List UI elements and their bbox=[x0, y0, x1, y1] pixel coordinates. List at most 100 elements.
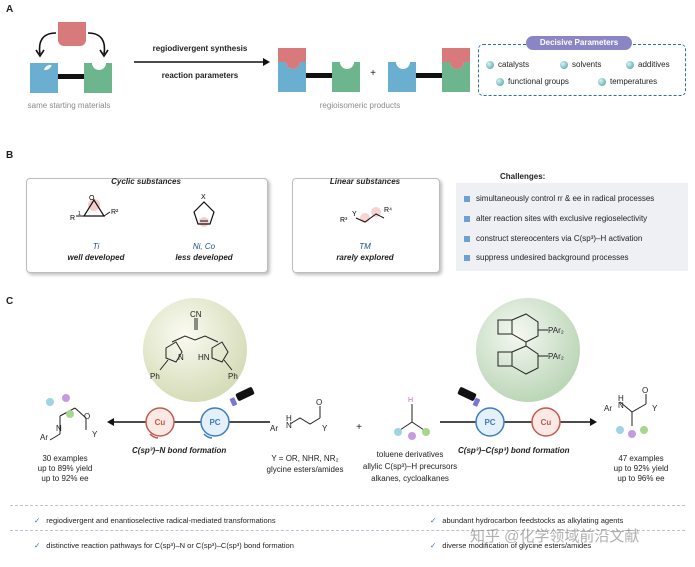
cu-catalyst-left: Cu bbox=[154, 418, 166, 427]
footer-item: ✓abundant hydrocarbon feedstocks as alky… bbox=[430, 516, 624, 525]
param-additives: additives bbox=[626, 60, 670, 69]
right-stats-line: up to 96% ee bbox=[617, 474, 665, 483]
panel-a-letter: A bbox=[6, 4, 14, 15]
param-dot-icon bbox=[626, 60, 634, 69]
c-c-bond-label: C(sp³)–C(sp³) bond formation bbox=[458, 446, 570, 455]
ligand-par-label-2: PAr₂ bbox=[548, 352, 564, 361]
left-product-o: O bbox=[84, 412, 91, 421]
cyclic-title: Cyclic substances bbox=[111, 177, 181, 186]
panel-a-graphics bbox=[30, 22, 470, 93]
svg-text:X: X bbox=[201, 194, 206, 201]
lamp-icon bbox=[457, 387, 481, 407]
param-dot-icon bbox=[486, 60, 494, 69]
param-dot-icon bbox=[560, 60, 568, 69]
same-starting-materials-caption: same starting materials bbox=[27, 101, 111, 110]
right-product-n: N bbox=[618, 401, 624, 410]
linear-substances-box bbox=[292, 178, 440, 273]
challenge-item: alter reaction sites with exclusive regi… bbox=[464, 214, 647, 223]
product-1-shape bbox=[278, 48, 360, 92]
c-n-bond-label: C(sp³)–N bond formation bbox=[132, 446, 227, 455]
param-functional-groups: functional groups bbox=[496, 77, 569, 86]
ligand-hn-label: HN bbox=[198, 353, 210, 362]
svg-text:R³: R³ bbox=[340, 217, 348, 224]
check-icon: ✓ bbox=[430, 541, 437, 550]
challenge-item: construct stereocenters via C(sp³)–H act… bbox=[464, 234, 642, 243]
right-product-h: H bbox=[618, 394, 624, 403]
challenge-item: suppress undesired background processes bbox=[464, 253, 629, 262]
decisive-parameters-box bbox=[478, 44, 686, 96]
svg-text:Y: Y bbox=[352, 211, 357, 218]
ligand-par-label-1: PAr₂ bbox=[548, 326, 564, 335]
param-dot-icon bbox=[496, 77, 504, 86]
check-icon: ✓ bbox=[34, 541, 41, 550]
box-ligand-sphere bbox=[143, 298, 247, 402]
check-icon: ✓ bbox=[430, 516, 437, 525]
bullet-square-icon bbox=[464, 235, 470, 242]
glycine-h: H bbox=[286, 414, 292, 423]
glycine-o: O bbox=[316, 398, 323, 407]
left-stats-line: up to 92% ee bbox=[41, 474, 89, 483]
footer-separator bbox=[10, 505, 685, 506]
right-stats-line: 47 examples bbox=[618, 454, 664, 463]
ligand-ph1-label: Ph bbox=[150, 372, 160, 381]
param-dot-icon bbox=[598, 77, 606, 86]
glycine-label: glycine esters/amides bbox=[266, 465, 344, 474]
product-2-shape bbox=[388, 48, 470, 92]
svg-text:O: O bbox=[89, 195, 95, 202]
pc-catalyst-right: PC bbox=[484, 418, 496, 427]
linear-status: rarely explored bbox=[336, 253, 394, 262]
starting-material-shape bbox=[30, 22, 112, 93]
cyclic-substances-box bbox=[26, 178, 268, 273]
decisive-parameters-title: Decisive Parameters bbox=[526, 36, 632, 50]
linear-title: Linear substances bbox=[329, 177, 401, 186]
param-catalysts: catalysts bbox=[486, 60, 529, 69]
cyclic-structures: O R 1 R² X bbox=[70, 194, 215, 227]
footer-item: ✓distinctive reaction pathways for C(sp³… bbox=[34, 541, 294, 550]
svg-text:R: R bbox=[70, 215, 75, 222]
panel-b-letter: B bbox=[6, 150, 14, 161]
right-product-ar: Ar bbox=[604, 404, 612, 413]
products-plus: + bbox=[370, 68, 376, 79]
arrow-top-label: regiodivergent synthesis bbox=[152, 44, 248, 53]
y-definition: Y = OR, NHR, NR₂ bbox=[271, 454, 339, 463]
right-product-o: O bbox=[642, 386, 649, 395]
panel-c-plus: + bbox=[356, 422, 362, 433]
toluene-line: alkanes, cycloalkanes bbox=[371, 474, 449, 483]
lamp-icon bbox=[229, 387, 255, 407]
left-product-n: N bbox=[56, 424, 62, 433]
left-product-ar: Ar bbox=[40, 433, 48, 442]
ligand-ph2-label: Ph bbox=[228, 372, 238, 381]
regioisomeric-products-caption: regioisomeric products bbox=[319, 101, 401, 110]
biaryl-phosphine-ligand-sphere bbox=[476, 298, 580, 402]
svg-text:1: 1 bbox=[78, 211, 81, 217]
linear-metal: TM bbox=[359, 242, 371, 251]
panel-c-graphics: H bbox=[46, 298, 648, 441]
ligand-cn-label: CN bbox=[190, 310, 202, 319]
bullet-square-icon bbox=[464, 195, 470, 202]
svg-text:H: H bbox=[408, 397, 413, 404]
check-icon: ✓ bbox=[34, 516, 41, 525]
footer-item: ✓regiodivergent and enantioselective rad… bbox=[34, 516, 276, 525]
cyclic-left-metal: Ti bbox=[92, 242, 100, 251]
footer-separator bbox=[10, 530, 685, 531]
glycine-ar: Ar bbox=[270, 424, 278, 433]
challenges-panel bbox=[456, 183, 688, 271]
footer-item: ✓diverse modification of glycine esters/… bbox=[430, 541, 592, 550]
left-product-y: Y bbox=[92, 430, 98, 439]
pc-catalyst-left: PC bbox=[209, 418, 221, 427]
panel-c-letter: C bbox=[6, 296, 14, 307]
svg-text:R²: R² bbox=[111, 209, 119, 216]
left-stats-line: up to 89% yield bbox=[37, 464, 93, 473]
param-temperatures: temperatures bbox=[598, 77, 657, 86]
cu-catalyst-right: Cu bbox=[540, 418, 552, 427]
cyclic-right-metal: Ni, Co bbox=[192, 242, 216, 251]
bullet-square-icon bbox=[464, 215, 470, 222]
cyclic-right-status: less developed bbox=[175, 253, 233, 262]
right-stats-line: up to 92% yield bbox=[613, 464, 669, 473]
challenges-title: Challenges: bbox=[500, 172, 546, 181]
arrow-bottom-label: reaction parameters bbox=[161, 71, 239, 80]
glycine-n: N bbox=[286, 421, 292, 430]
watermark: 知乎 @化学领域前沿文献 bbox=[470, 528, 640, 545]
challenge-item: simultaneously control rr & ee in radica… bbox=[464, 194, 654, 203]
param-solvents: solvents bbox=[560, 60, 601, 69]
